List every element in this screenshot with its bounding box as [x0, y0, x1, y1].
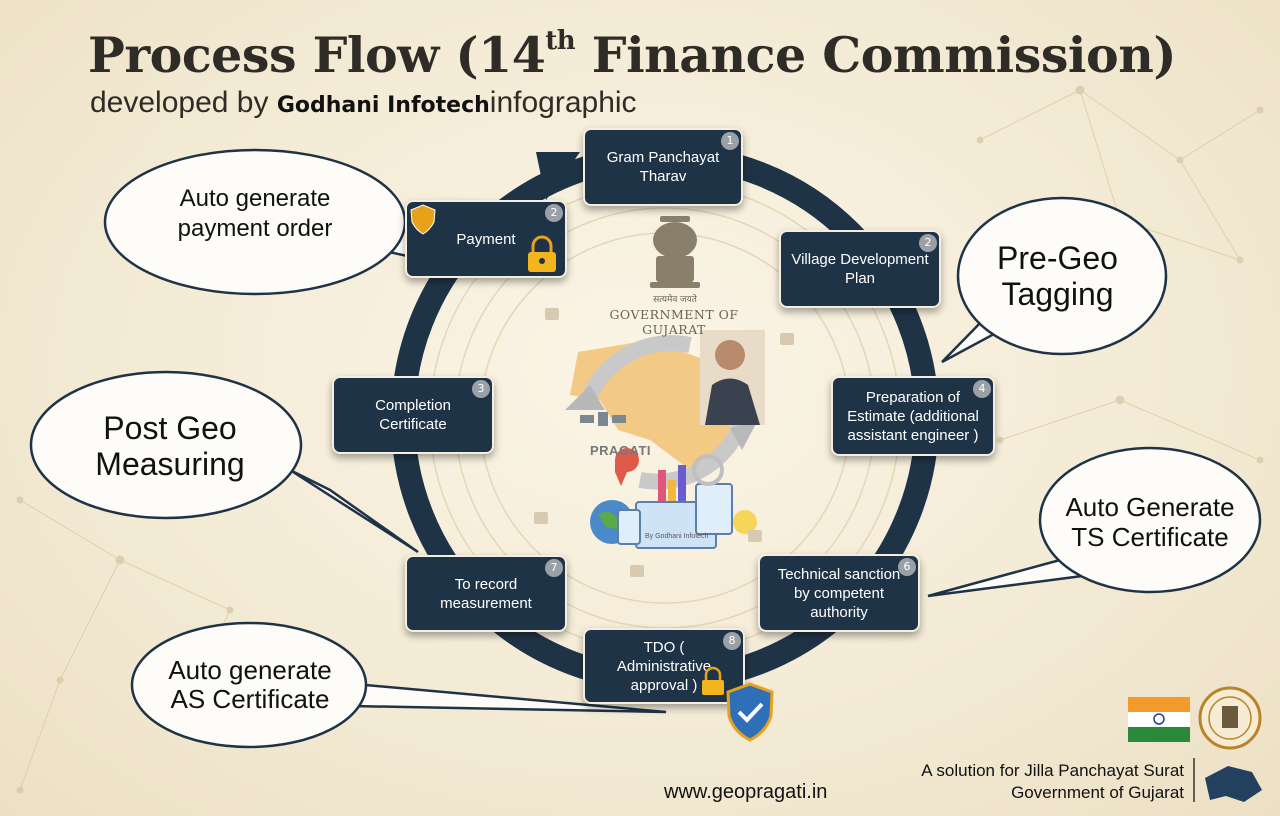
verified-shield-icon [726, 682, 774, 742]
emblem-motto: सत्यमेव जयते [653, 294, 697, 304]
shield-orange-icon [410, 204, 436, 235]
india-flag-icon [1128, 697, 1190, 742]
government-label: GOVERNMENT OF GUJARAT [609, 307, 739, 337]
location-pin-icon [615, 448, 639, 486]
step-number-badge: 3 [472, 380, 490, 398]
gujarat-map-icon [1205, 766, 1262, 802]
brand-name: Godhani Infotech [276, 93, 490, 118]
solution-credit: A solution for Jilla Panchayat Surat Gov… [921, 761, 1184, 802]
step-number-badge: 6 [898, 558, 916, 576]
website-link[interactable]: www.geopragati.in [664, 781, 828, 803]
step-completion-certificate[interactable]: Completion Certificate 3 [332, 376, 494, 454]
step-record-measurement[interactable]: To record measurement 7 [405, 555, 567, 632]
step-village-development-plan[interactable]: Village Development Plan 2 [779, 230, 941, 308]
subtitle: developed by Godhani Infotechinfographic [90, 86, 637, 119]
illustration-byline: By Godhani Infotech [645, 533, 709, 540]
page-title: Process Flow (14th Finance Commission) [88, 25, 1177, 84]
commission-seal-icon [1198, 686, 1262, 750]
national-emblem-icon [650, 216, 700, 288]
devices-illustration-icon [590, 454, 757, 549]
step-preparation-of-estimate[interactable]: Preparation of Estimate (additional assi… [831, 376, 995, 456]
step-technical-sanction[interactable]: Technical sanction by competent authorit… [758, 554, 920, 632]
step-number-badge: 7 [545, 559, 563, 577]
step-number-badge: 2 [545, 204, 563, 222]
step-number-badge: 1 [721, 132, 739, 150]
step-gram-panchayat-tharav[interactable]: Gram Panchayat Tharav 1 [583, 128, 743, 206]
step-number-badge: 2 [919, 234, 937, 252]
pragati-label: PRAGATI [590, 443, 652, 458]
lock-icon [702, 666, 724, 695]
lock-icon [528, 235, 556, 272]
flow-arrowhead [536, 152, 580, 200]
satellite-icon [580, 412, 626, 426]
step-number-badge: 8 [723, 632, 741, 650]
step-number-badge: 4 [973, 380, 991, 398]
